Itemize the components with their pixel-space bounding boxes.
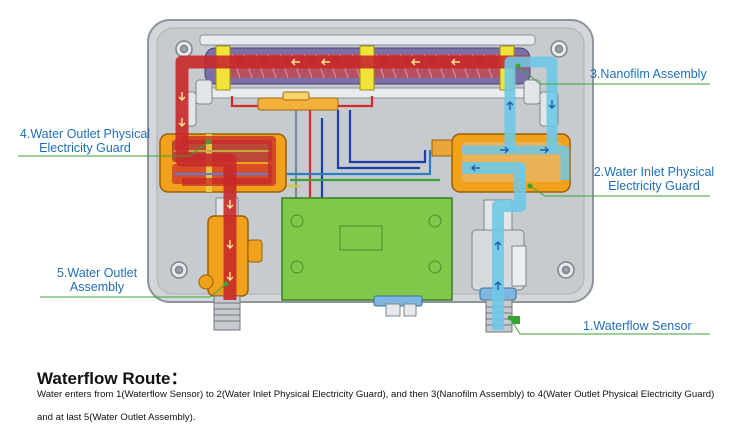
label-water-outlet-guard-line1: 4.Water Outlet Physical: [19, 127, 151, 141]
waterflow-route-line1: Water enters from 1(Waterflow Sensor) to…: [37, 389, 715, 400]
label-waterflow-sensor: 1.Waterflow Sensor: [583, 319, 692, 333]
label-water-outlet-assembly-line2: Assembly: [69, 280, 125, 294]
leader-waterflow-sensor: [509, 317, 710, 335]
label-water-inlet-guard-line1: 2.Water Inlet Physical: [593, 165, 715, 179]
waterflow-route-line2: and at last 5(Water Outlet Assembly).: [37, 412, 196, 423]
leader-nanofilm: [517, 65, 710, 85]
control-board: [281, 197, 453, 301]
leader-inlet-guard: [529, 185, 710, 197]
cable-gland-base-2: [403, 303, 417, 317]
mounting-holes: [170, 40, 575, 279]
leader-lines: [18, 63, 710, 335]
tube-fittings: [177, 79, 559, 127]
flow-arrows: [178, 58, 460, 281]
cold-flow-arrows: [471, 100, 556, 290]
label-water-inlet-guard-line2: Electricity Guard: [608, 179, 700, 193]
label-water-outlet-assembly: 5.Water Outlet Assembly: [42, 266, 152, 294]
cable-gland-base: [385, 303, 401, 317]
label-water-inlet-guard: 2.Water Inlet Physical Electricity Guard: [584, 165, 724, 193]
label-water-outlet-guard-line2: Electricity Guard: [39, 141, 131, 155]
thermostat-block: [257, 91, 339, 111]
label-water-outlet-assembly-line1: 5.Water Outlet: [56, 266, 138, 280]
label-water-outlet-guard: 4.Water Outlet Physical Electricity Guar…: [10, 127, 160, 155]
leader-outlet-guard: [18, 141, 209, 157]
label-nanofilm-assembly: 3.Nanofilm Assembly: [590, 67, 707, 81]
waterflow-route-title: Waterflow Route：: [37, 369, 188, 388]
leader-outlet-assembly: [40, 283, 227, 298]
